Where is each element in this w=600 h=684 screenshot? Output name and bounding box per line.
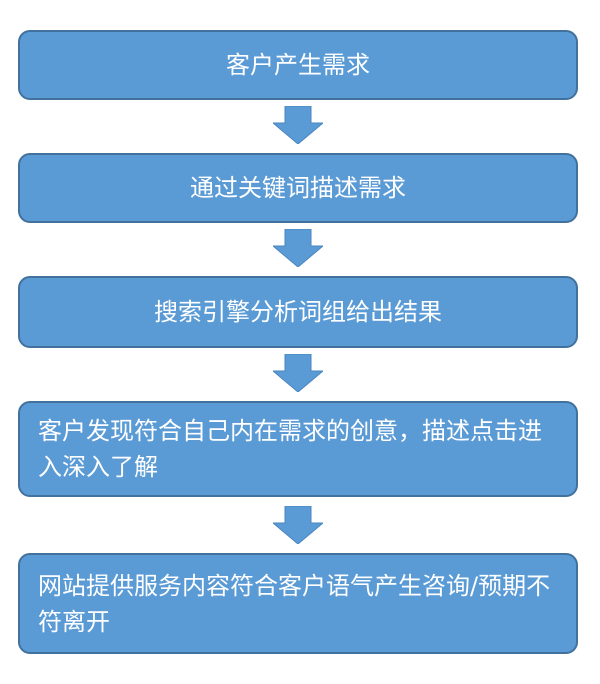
down-arrow-icon: [273, 106, 323, 144]
down-arrow-icon: [273, 354, 323, 392]
down-arrow-icon: [273, 229, 323, 267]
step-2-box: 通过关键词描述需求: [18, 153, 578, 223]
step-2-label: 通过关键词描述需求: [190, 174, 406, 202]
down-arrow-icon: [273, 506, 323, 544]
step-3-label: 搜索引擎分析词组给出结果: [154, 298, 442, 326]
step-3-box: 搜索引擎分析词组给出结果: [18, 276, 578, 348]
step-4-box: 客户发现符合自己内在需求的创意，描述点击进入深入了解: [18, 401, 578, 497]
step-1-label: 客户产生需求: [226, 51, 370, 79]
step-1-box: 客户产生需求: [18, 30, 578, 100]
step-5-box: 网站提供服务内容符合客户语气产生咨询/预期不符离开: [18, 553, 578, 654]
step-5-label: 网站提供服务内容符合客户语气产生咨询/预期不符离开: [38, 571, 551, 636]
step-4-label: 客户发现符合自己内在需求的创意，描述点击进入深入了解: [38, 417, 542, 481]
